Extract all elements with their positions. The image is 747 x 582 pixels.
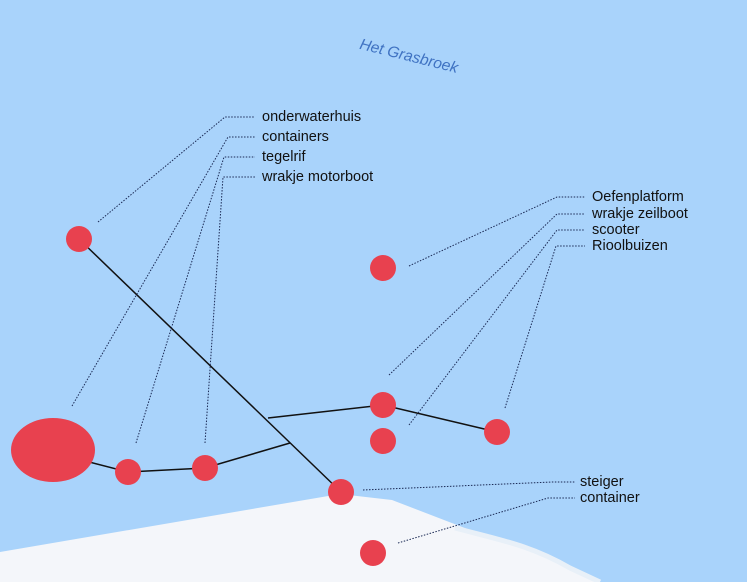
leader-steiger <box>362 481 575 491</box>
marker-rioolbuizen[interactable] <box>484 419 510 445</box>
label-oefenplatform[interactable]: Oefenplatform <box>592 189 684 205</box>
marker-wrakje-zeilboot[interactable] <box>370 392 396 418</box>
label-onderwaterhuis[interactable]: onderwaterhuis <box>262 109 362 125</box>
label-tegelrif[interactable]: tegelrif <box>262 149 306 165</box>
shoreline-path <box>454 525 602 582</box>
leader-scooter <box>408 229 585 426</box>
leader-onderwaterhuis <box>97 116 255 223</box>
leader-tegelrif <box>135 156 255 444</box>
leader-wrakje-motorboot <box>204 176 255 444</box>
route-segment-onderwaterhuis-steiger <box>78 238 342 493</box>
label-wrakje-motorboot[interactable]: wrakje motorboot <box>262 169 374 185</box>
leader-rioolbuizen <box>504 245 585 409</box>
label-container[interactable]: container <box>580 490 640 506</box>
leader-container <box>397 497 575 544</box>
markers <box>11 226 510 566</box>
label-containers[interactable]: containers <box>262 129 329 145</box>
leader-lines <box>71 116 585 544</box>
marker-scooter[interactable] <box>370 428 396 454</box>
dive-route <box>61 238 498 493</box>
marker-oefenplatform[interactable] <box>370 255 396 281</box>
label-wrakje-zeilboot[interactable]: wrakje zeilboot <box>592 206 688 222</box>
marker-tegelrif[interactable] <box>115 459 141 485</box>
label-rioolbuizen[interactable]: Rioolbuizen <box>592 238 668 254</box>
marker-wrakje-motorboot[interactable] <box>192 455 218 481</box>
leader-oefenplatform <box>408 196 585 267</box>
land-area <box>0 494 600 582</box>
label-steiger[interactable]: steiger <box>580 474 624 490</box>
leader-wrakje-zeilboot <box>388 213 585 376</box>
marker-steiger[interactable] <box>328 479 354 505</box>
label-scooter[interactable]: scooter <box>592 222 640 238</box>
marker-container[interactable] <box>360 540 386 566</box>
marker-onderwaterhuis[interactable] <box>66 226 92 252</box>
route-segment-containers-motorboot <box>61 442 291 473</box>
marker-containers[interactable] <box>11 418 95 482</box>
